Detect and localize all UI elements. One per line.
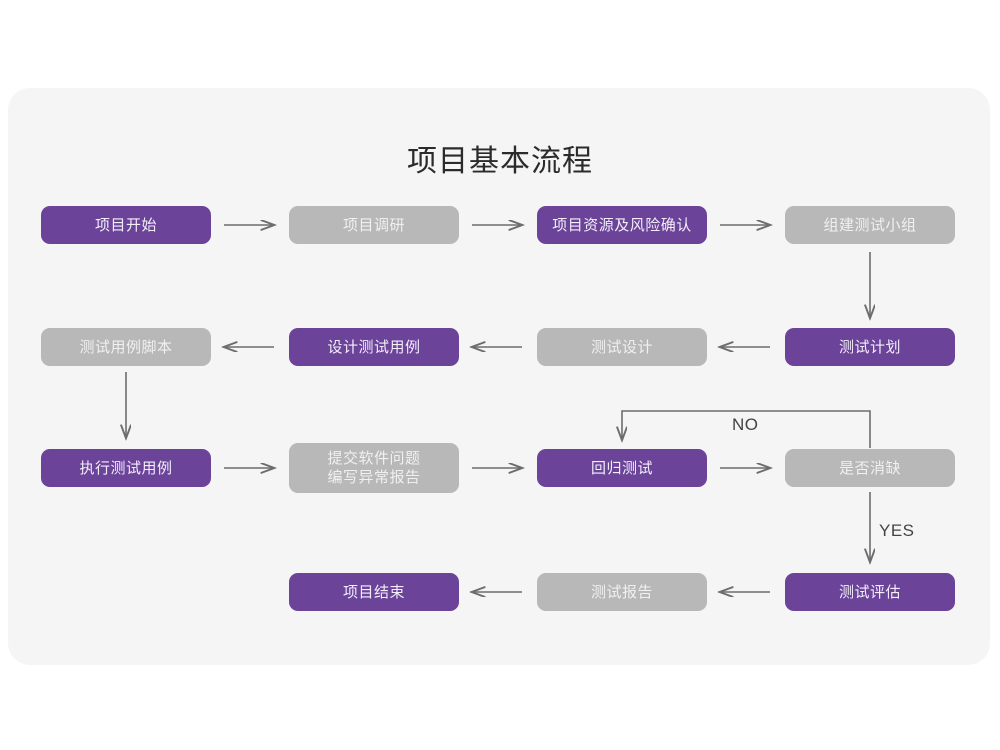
page-title: 项目基本流程 xyxy=(407,144,593,179)
node-test-design[interactable]: 测试设计 xyxy=(537,328,707,366)
node-label: 组建测试小组 xyxy=(823,215,917,234)
node-project-research[interactable]: 项目调研 xyxy=(289,206,459,244)
node-test-case-script[interactable]: 测试用例脚本 xyxy=(41,328,211,366)
node-label: 执行测试用例 xyxy=(79,458,173,477)
node-label: 提交软件问题 编写异常报告 xyxy=(327,449,421,486)
node-label: 回归测试 xyxy=(590,458,653,477)
node-label: 项目调研 xyxy=(342,215,405,234)
node-resource-risk-confirm[interactable]: 项目资源及风险确认 xyxy=(537,206,707,244)
node-design-test-case[interactable]: 设计测试用例 xyxy=(289,328,459,366)
flowchart-panel xyxy=(8,88,990,665)
node-label: 测试评估 xyxy=(838,582,901,601)
node-label: 项目结束 xyxy=(342,582,405,601)
edge-label-yes: YES xyxy=(879,521,915,540)
node-label: 设计测试用例 xyxy=(327,337,421,356)
node-project-end[interactable]: 项目结束 xyxy=(289,573,459,611)
node-label: 测试设计 xyxy=(590,337,653,356)
node-test-report[interactable]: 测试报告 xyxy=(537,573,707,611)
node-label: 测试用例脚本 xyxy=(79,337,173,356)
node-label: 是否消缺 xyxy=(838,458,901,477)
node-defect-cleared-decision[interactable]: 是否消缺 xyxy=(785,449,955,487)
node-project-start[interactable]: 项目开始 xyxy=(41,206,211,244)
node-label: 测试计划 xyxy=(838,337,901,356)
node-test-plan[interactable]: 测试计划 xyxy=(785,328,955,366)
node-test-evaluation[interactable]: 测试评估 xyxy=(785,573,955,611)
node-submit-issue-report[interactable]: 提交软件问题 编写异常报告 xyxy=(289,443,459,493)
node-label: 项目资源及风险确认 xyxy=(552,215,692,234)
node-form-test-team[interactable]: 组建测试小组 xyxy=(785,206,955,244)
node-label: 测试报告 xyxy=(590,582,653,601)
node-label: 项目开始 xyxy=(94,215,157,234)
node-regression-test[interactable]: 回归测试 xyxy=(537,449,707,487)
edge-label-no: NO xyxy=(732,415,759,434)
node-execute-test-case[interactable]: 执行测试用例 xyxy=(41,449,211,487)
